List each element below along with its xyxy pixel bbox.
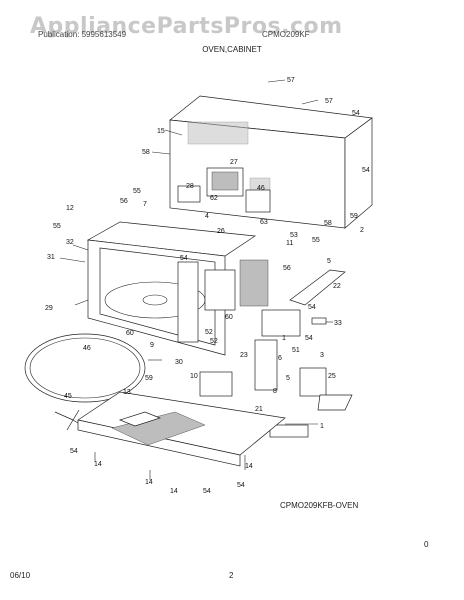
callout-25: 25 — [328, 373, 336, 380]
callout-54e: 54 — [305, 335, 313, 342]
footer-date: 06/10 — [10, 571, 31, 580]
callout-56b: 56 — [283, 265, 291, 272]
callout-53: 53 — [290, 232, 298, 239]
callout-54b: 54 — [362, 167, 370, 174]
fan-bracket — [177, 167, 271, 213]
callout-23: 23 — [240, 352, 248, 359]
footer-page-number: 2 — [229, 571, 234, 580]
callout-62: 62 — [210, 195, 218, 202]
callout-14d: 14 — [245, 463, 253, 470]
watermark: AppliancePartsPros.com — [30, 14, 343, 39]
callout-30: 30 — [175, 359, 183, 366]
callout-27: 27 — [230, 159, 238, 166]
callout-54f: 54 — [70, 448, 78, 455]
callout-59a: 59 — [350, 213, 358, 220]
callout-54d: 54 — [308, 304, 316, 311]
outer-cabinet — [169, 95, 373, 229]
callout-63: 63 — [260, 219, 268, 226]
callout-33: 33 — [334, 320, 342, 327]
callout-4: 4 — [205, 213, 209, 220]
callout-32: 32 — [66, 239, 74, 246]
callout-58a: 58 — [142, 149, 150, 156]
callout-9: 9 — [150, 342, 154, 349]
oven-cavity — [86, 221, 257, 356]
callout-labels: 57 57 54 15 58 54 27 28 62 46 55 56 7 12… — [45, 77, 370, 495]
callout-14b: 14 — [145, 479, 153, 486]
callout-58b: 58 — [324, 220, 332, 227]
callout-13: 13 — [123, 389, 131, 396]
callout-56a: 56 — [120, 198, 128, 205]
callout-26: 26 — [217, 228, 225, 235]
callout-14a: 14 — [94, 461, 102, 468]
callout-29: 29 — [45, 305, 53, 312]
callout-1b: 1 — [320, 423, 324, 430]
callout-60b: 60 — [126, 330, 134, 337]
leader-lines — [59, 79, 333, 480]
callout-54g: 54 — [203, 488, 211, 495]
callout-54a: 54 — [352, 110, 360, 117]
callout-54c: 54 — [180, 255, 188, 262]
side-components — [204, 259, 346, 337]
turntable — [24, 333, 146, 431]
callout-59b: 59 — [145, 375, 153, 382]
callout-8: 8 — [273, 388, 277, 395]
callout-46a: 46 — [257, 185, 265, 192]
callout-45: 45 — [64, 393, 72, 400]
callout-55a: 55 — [133, 188, 141, 195]
callout-6: 6 — [278, 355, 282, 362]
lower-components — [199, 339, 353, 438]
callout-21: 21 — [255, 406, 263, 413]
callout-31: 31 — [47, 254, 55, 261]
callout-28: 28 — [186, 183, 194, 190]
callout-2: 2 — [360, 227, 364, 234]
callout-1a: 1 — [282, 335, 286, 342]
callout-12: 12 — [66, 205, 74, 212]
callout-55c: 55 — [312, 237, 320, 244]
callout-5a: 5 — [327, 258, 331, 265]
callout-11: 11 — [286, 240, 293, 247]
callout-54h: 54 — [237, 482, 245, 489]
callout-14c: 14 — [170, 488, 178, 495]
callout-3: 3 — [320, 352, 324, 359]
callout-55b: 55 — [53, 223, 61, 230]
callout-5b: 5 — [286, 375, 290, 382]
callout-15: 15 — [157, 128, 165, 135]
corner-mark: 0 — [424, 540, 429, 549]
callout-7: 7 — [143, 201, 147, 208]
publication-number: Publication: 5995613549 — [38, 30, 127, 39]
callout-22: 22 — [333, 283, 341, 290]
callout-60a: 60 — [225, 314, 233, 321]
model-number: CPMO209KF — [262, 30, 310, 39]
callout-10: 10 — [190, 373, 198, 380]
callout-52b: 52 — [210, 338, 218, 345]
callout-57b: 57 — [325, 98, 333, 105]
callout-51: 51 — [292, 347, 300, 354]
callout-46b: 46 — [83, 345, 91, 352]
diagram-code: CPMO209KFB-OVEN — [280, 501, 359, 510]
section-title: OVEN,CABINET — [202, 45, 262, 54]
callout-57a: 57 — [287, 77, 295, 84]
callout-52a: 52 — [205, 329, 213, 336]
base-plate — [77, 391, 286, 467]
